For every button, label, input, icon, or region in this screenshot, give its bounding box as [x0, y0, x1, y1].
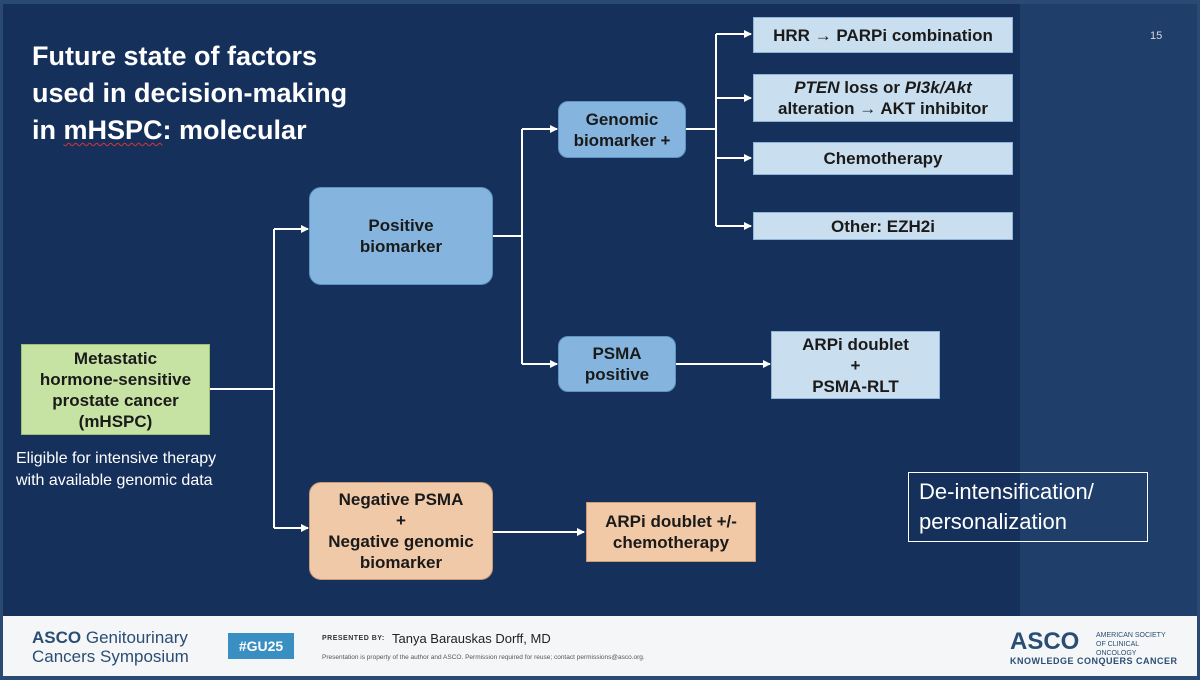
footer-bar — [3, 616, 1197, 676]
page-number: 15 — [1150, 30, 1163, 42]
title-line-3: in mHSPC: molecular — [32, 115, 307, 145]
presenter-name: Tanya Barauskas Dorff, MD — [392, 631, 551, 646]
asco-gu-logo: ASCO Genitourinary Cancers Symposium — [32, 628, 189, 666]
title-line-1: Future state of factors — [32, 41, 318, 71]
node-pten-akt: PTEN loss or PI3k/Akt alteration → AKT i… — [753, 74, 1013, 122]
slide-title: Future state of factors used in decision… — [32, 38, 392, 149]
node-psma-positive: PSMA positive — [558, 336, 676, 392]
node-negative-biomarker: Negative PSMA + Negative genomic biomark… — [309, 482, 493, 580]
node-arpi-chemo: ARPi doublet +/- chemotherapy — [586, 502, 756, 562]
connector-lines — [210, 30, 771, 536]
node-arpi-psma-rlt: ARPi doublet + PSMA-RLT — [771, 331, 940, 399]
hashtag-badge: #GU25 — [228, 633, 294, 659]
deintensification-box: De-intensification/ personalization — [908, 472, 1148, 542]
node-mhspc: Metastatic hormone-sensitive prostate ca… — [21, 344, 210, 435]
node-other-ezh2i: Other: EZH2i — [753, 212, 1013, 240]
eligible-note: Eligible for intensive therapy with avai… — [16, 450, 217, 489]
asco-society-name: AMERICAN SOCIETY OF CLINICAL ONCOLOGY — [1096, 632, 1166, 657]
disclaimer-text: Presentation is property of the author a… — [322, 654, 645, 661]
title-line-2: used in decision-making — [32, 78, 348, 108]
node-hrr-parpi: HRR → PARPi combination — [753, 17, 1013, 53]
node-genomic-biomarker: Genomic biomarker + — [558, 101, 686, 158]
slide-right-strip — [1020, 4, 1197, 616]
presented-by-label: PRESENTED BY: — [322, 635, 385, 642]
node-chemotherapy: Chemotherapy — [753, 142, 1013, 175]
asco-logo: ASCO — [1010, 628, 1080, 655]
node-positive-biomarker: Positive biomarker — [309, 187, 493, 285]
asco-motto: KNOWLEDGE CONQUERS CANCER — [1010, 656, 1178, 666]
